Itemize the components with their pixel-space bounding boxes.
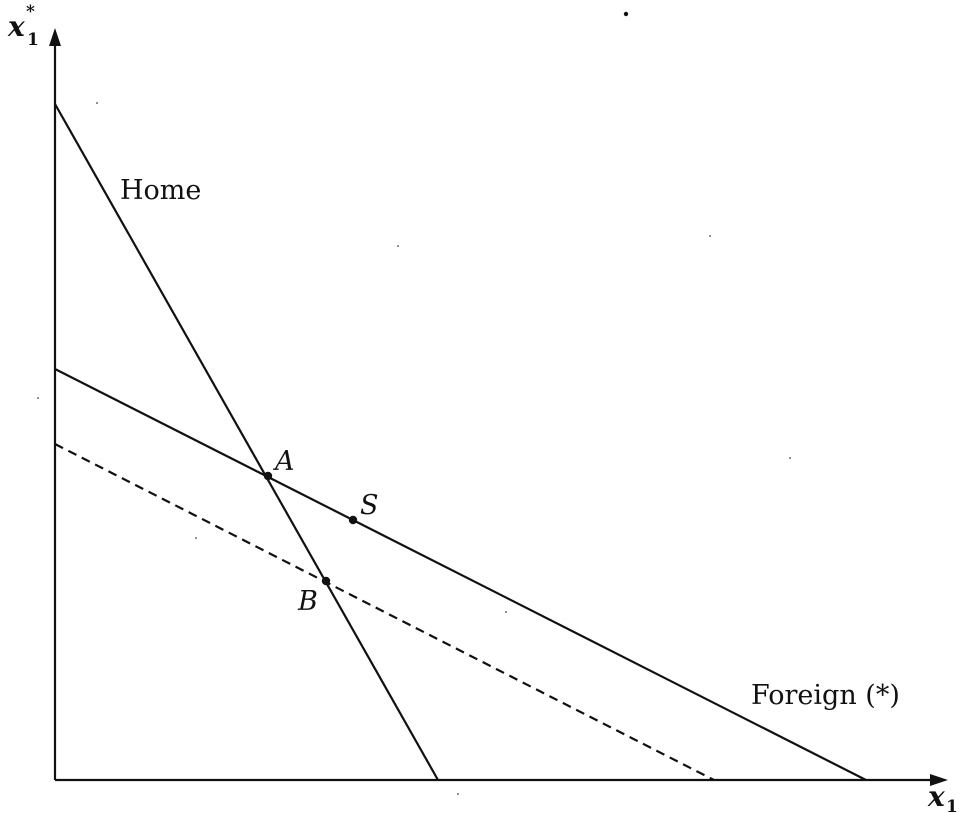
y-axis-subscript: 1 — [27, 30, 39, 50]
point-s-label: S — [360, 490, 379, 521]
x-axis-label: x 1 — [927, 780, 958, 813]
home-curve-label: Home — [120, 175, 201, 206]
y-axis-symbol: x — [7, 10, 25, 43]
x-axis-symbol: x — [927, 780, 945, 813]
scan-speck — [457, 793, 459, 795]
scan-specks — [37, 11, 791, 795]
x-axis-subscript: 1 — [946, 797, 958, 813]
scan-speck — [789, 457, 791, 459]
y-axis-label: x * 1 — [7, 2, 39, 50]
y-axis-arrowhead — [49, 28, 61, 46]
scan-speck — [623, 11, 629, 17]
point-a-label: A — [272, 446, 295, 477]
scan-speck — [195, 537, 197, 539]
point-b-label: B — [297, 586, 318, 617]
foreign-curve-label: Foreign (*) — [751, 680, 900, 711]
point-s-marker — [348, 515, 358, 525]
x-axis-arrowhead — [930, 774, 948, 786]
shifted-foreign-reaction-line — [54, 443, 715, 781]
scan-speck — [96, 102, 98, 104]
axes — [49, 28, 948, 786]
foreign-reaction-line — [54, 368, 867, 781]
point-b-marker — [321, 576, 331, 586]
scan-speck — [397, 245, 399, 247]
scan-speck — [37, 397, 39, 399]
y-axis-superscript: * — [26, 2, 35, 22]
scan-speck — [505, 611, 507, 613]
point-a-marker — [263, 471, 273, 481]
home-reaction-line — [54, 103, 439, 781]
scan-speck — [709, 235, 711, 237]
